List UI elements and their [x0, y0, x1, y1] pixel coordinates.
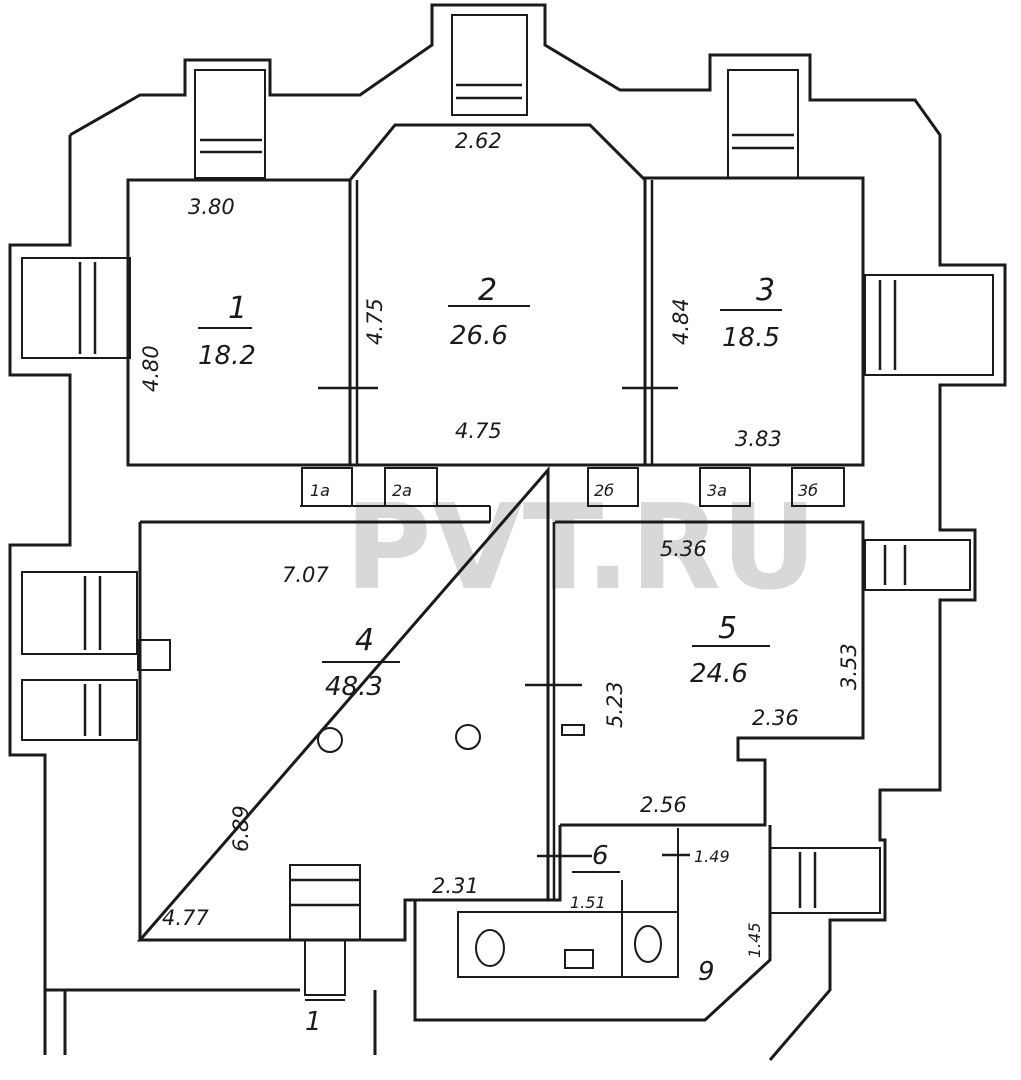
room-3-area: 18.5	[722, 323, 780, 353]
dim-wc-side: 1.45	[745, 922, 764, 958]
dim-wc-top: 2.56	[640, 793, 687, 817]
outer-wall-bottom	[45, 988, 377, 1055]
dim-r1-side: 4.80	[139, 345, 163, 392]
outer-wall-left	[8, 135, 72, 1055]
dim-r5-top: 5.36	[660, 537, 707, 561]
window-bay-left-mid	[21, 571, 138, 655]
outer-wall	[69, 3, 1007, 1061]
closet-3b: 3б	[798, 481, 818, 500]
dim-r2-bottom: 4.75	[455, 419, 502, 443]
window-bay-room2	[451, 14, 528, 116]
dim-wc-tiny: 1.51	[570, 893, 606, 912]
wc-block-walls	[413, 825, 772, 1022]
dim-r2-top: 2.62	[455, 129, 502, 153]
room-2-area: 26.6	[450, 321, 508, 351]
window-bay-room3	[727, 69, 799, 179]
room-3-number: 3	[756, 273, 775, 308]
dim-r5-side: 3.53	[837, 643, 861, 690]
dim-r4-top: 7.07	[282, 563, 329, 587]
column-2	[455, 724, 481, 750]
entrance-label: 1	[305, 1007, 322, 1037]
closets-strip	[300, 467, 845, 522]
dim-r1-top: 3.80	[188, 195, 235, 219]
dim-r4-right: 5.23	[603, 681, 627, 728]
dim-wc-left: 2.31	[432, 874, 479, 898]
column-1	[317, 727, 343, 753]
room-4-area: 48.3	[325, 672, 383, 702]
closet-2a: 2а	[392, 481, 412, 500]
dim-r5-mid: 2.36	[752, 706, 799, 730]
column-stub	[137, 639, 171, 671]
room-4-number: 4	[355, 623, 374, 658]
room-1-area: 18.2	[198, 341, 256, 371]
room-3-walls	[643, 176, 865, 467]
toilet-icon	[475, 925, 662, 969]
closet-2b: 2б	[594, 481, 614, 500]
room-6-number: 6	[592, 841, 609, 871]
entrance-stairs	[289, 864, 361, 1001]
room-5-area: 24.6	[690, 659, 748, 689]
watermark: PVT.RU	[345, 478, 817, 616]
room-5-walls	[555, 520, 865, 827]
closet-1a: 1а	[310, 481, 330, 500]
room-9-label: 9	[698, 957, 715, 987]
window-bay-right-low	[769, 847, 881, 914]
room-1-number: 1	[228, 291, 247, 326]
dim-wc-small: 1.49	[694, 847, 730, 866]
room-2-walls	[348, 123, 647, 467]
room-2-number: 2	[478, 273, 497, 308]
window-bay-right-mid	[864, 539, 971, 591]
window-bay-left-low	[21, 679, 138, 741]
closet-3a: 3а	[707, 481, 727, 500]
window-bay-room1	[194, 69, 266, 179]
dim-r1-inner: 4.75	[363, 298, 387, 345]
room-4-walls	[136, 465, 550, 942]
dim-r3-bottom: 3.83	[735, 427, 782, 451]
window-bay-right-top	[864, 274, 994, 376]
dim-r4-side: 6.89	[229, 805, 253, 852]
room-5-number: 5	[718, 611, 737, 646]
dim-r3-side: 4.84	[669, 298, 693, 345]
dim-r4-bottom: 4.77	[162, 906, 209, 930]
window-bay-left-top	[21, 257, 131, 359]
